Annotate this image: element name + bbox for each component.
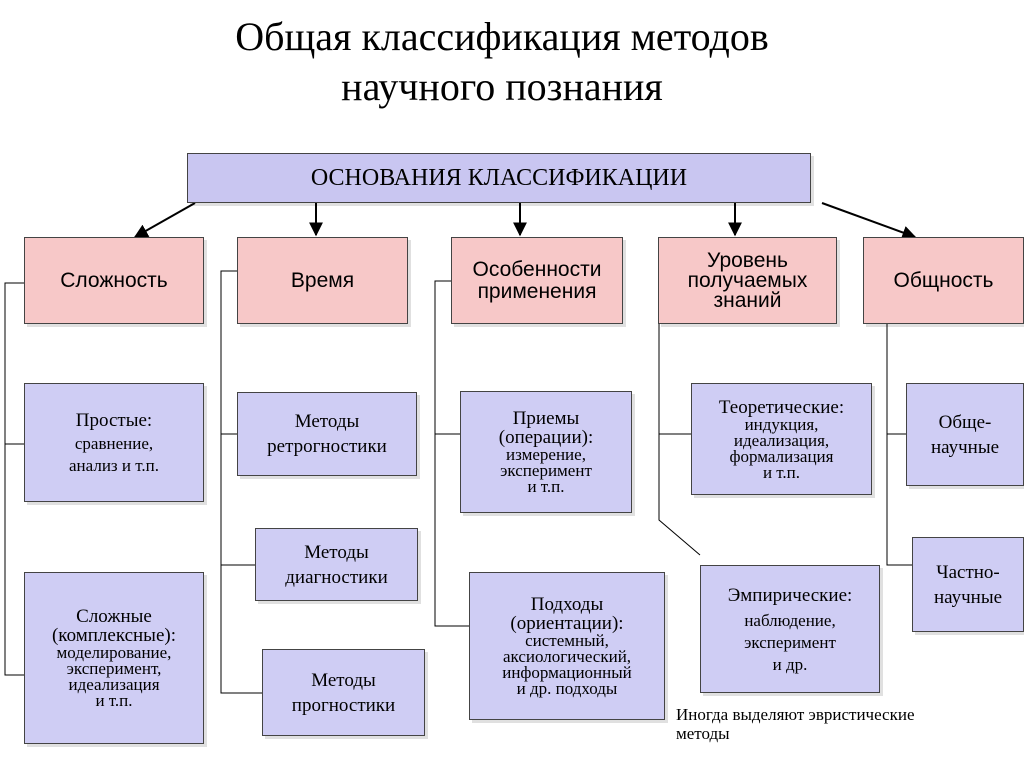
arrow-to-complexity — [133, 202, 196, 238]
item-text: Методы — [311, 669, 376, 691]
item-text: и т.п. — [762, 462, 801, 482]
item-text: Методы — [294, 411, 360, 432]
item-particular-scientific: Частно- научные — [912, 537, 1024, 632]
category-complexity: Сложность — [24, 237, 204, 324]
item-text: научные — [930, 436, 1000, 458]
item-text: Подходы — [530, 594, 604, 615]
line-generality — [886, 323, 912, 566]
item-text: индукция, — [744, 414, 819, 434]
item-text: эксперимент — [500, 461, 592, 480]
item-text: ретрогностики — [267, 436, 387, 457]
item-text: Приемы — [512, 408, 580, 429]
item-text: диагностики — [285, 566, 388, 588]
line-complexity — [4, 282, 24, 676]
category-time-label: Время — [290, 268, 355, 292]
category-knowledge-level: Уровень получаемых знаний — [658, 237, 837, 324]
item-approaches: Подходы (ориентации): системный, аксиоло… — [469, 572, 665, 720]
item-text: Сложные — [76, 606, 152, 627]
category-time: Время — [237, 237, 408, 324]
item-empirical: Эмпирические: наблюдение, эксперимент и … — [700, 565, 880, 693]
item-text: аксиологический, — [502, 647, 632, 666]
item-operations: Приемы (операции): измерение, эксперимен… — [460, 391, 632, 513]
item-general-scientific: Обще- научные — [906, 383, 1024, 486]
heuristic-note: Иногда выделяют эвристические методы — [676, 705, 915, 743]
arrow-to-generality — [821, 202, 917, 240]
category-knowledge-line: знаний — [713, 288, 782, 312]
item-text: Теоретические: — [718, 396, 845, 418]
item-text: сравнение, — [74, 434, 154, 453]
line-knowledge — [658, 323, 701, 556]
note-line-2: методы — [676, 724, 730, 743]
classification-basis-box: ОСНОВАНИЯ КЛАССИФИКАЦИИ — [187, 153, 811, 203]
item-complex: Сложные (комплексные): моделирование, эк… — [24, 572, 204, 744]
item-text: Методы — [304, 541, 369, 563]
item-prognostics: Методы прогностики — [262, 649, 425, 736]
item-retrognostics: Методы ретрогностики — [237, 392, 417, 476]
item-diagnostics: Методы диагностики — [255, 528, 418, 601]
category-complexity-label: Сложность — [60, 268, 168, 292]
item-text: Эмпирические: — [727, 584, 853, 606]
item-text: измерение, — [506, 445, 586, 464]
item-text: (комплексные): — [51, 625, 176, 646]
item-text: Частно- — [936, 561, 1000, 583]
note-line-1: Иногда выделяют эвристические — [676, 705, 915, 724]
diagram-title: Общая классификация методов научного поз… — [0, 12, 1004, 112]
category-application-line: Особенности — [472, 257, 602, 281]
item-text: и др. подходы — [516, 679, 618, 698]
item-text: научные — [933, 586, 1003, 608]
item-text: и др. — [772, 654, 808, 674]
item-text: Обще- — [938, 411, 992, 433]
category-knowledge-line: получаемых — [687, 268, 808, 292]
item-text: информационный — [502, 663, 632, 682]
item-text: наблюдение, — [744, 610, 836, 630]
category-application-line: применения — [477, 279, 597, 303]
item-theoretical: Теоретические: индукция, идеализация, фо… — [691, 383, 872, 495]
item-text: эксперимент — [744, 632, 836, 652]
item-text: анализ и т.п. — [69, 456, 159, 475]
item-text: моделирование, — [56, 643, 172, 662]
item-text: (ориентации): — [510, 613, 624, 634]
item-text: и т.п. — [527, 477, 565, 496]
line-application — [434, 280, 469, 627]
item-text: (операции): — [498, 427, 594, 448]
category-application: Особенности применения — [451, 237, 623, 324]
item-text: формализация — [729, 446, 834, 466]
item-text: Простые: — [75, 410, 153, 431]
line-time — [220, 270, 262, 694]
category-knowledge-line: Уровень — [707, 248, 788, 272]
item-text: и т.п. — [95, 691, 133, 710]
classification-basis-label: ОСНОВАНИЯ КЛАССИФИКАЦИИ — [310, 164, 688, 191]
item-text: системный, — [525, 631, 609, 650]
item-text: идеализация — [68, 675, 160, 694]
item-text: прогностики — [291, 694, 396, 716]
item-text: эксперимент, — [66, 659, 162, 678]
category-generality: Общность — [863, 237, 1024, 324]
item-simple: Простые: сравнение, анализ и т.п. — [24, 383, 204, 502]
item-text: идеализация, — [733, 430, 830, 450]
category-generality-label: Общность — [893, 268, 994, 292]
title-line-2: научного познания — [341, 64, 663, 109]
title-line-1: Общая классификация методов — [235, 14, 769, 59]
